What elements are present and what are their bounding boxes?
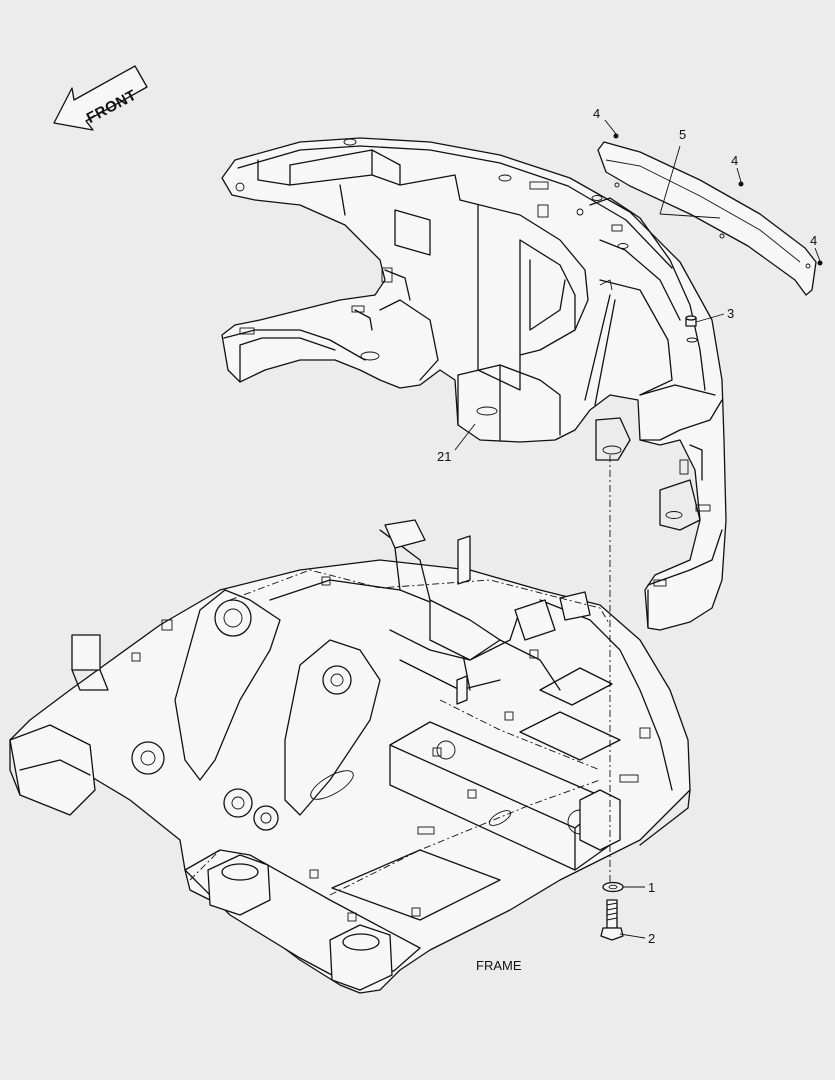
assembly-label: FRAME	[476, 958, 522, 973]
callout-4-top: 4	[593, 106, 600, 121]
frame-deck	[9, 559, 691, 994]
screw-4-right	[817, 260, 823, 266]
callout-21: 21	[437, 449, 451, 464]
bolt	[600, 899, 624, 941]
callout-4-right: 4	[810, 233, 817, 248]
cover-plate-body	[597, 141, 817, 296]
boom-mount-right	[284, 639, 381, 816]
counterweight-bolt-hole	[602, 445, 622, 455]
counterweight-lift-hole-center	[476, 406, 498, 416]
boom-pin-boss-left	[214, 599, 252, 637]
cover-plate	[597, 133, 823, 296]
front-arrow-icon	[53, 65, 148, 131]
counterweight-lift-hole-right	[665, 511, 683, 519]
counterweight-lift-hole-left	[360, 351, 380, 361]
plug	[685, 315, 698, 343]
callout-5: 5	[679, 127, 686, 142]
callout-2: 2	[648, 931, 655, 946]
washer	[602, 881, 624, 893]
front-arrow: FRONT	[53, 65, 148, 131]
screw-4-top	[613, 133, 619, 139]
screw-4-mid	[738, 181, 744, 187]
upper-frame	[9, 519, 691, 994]
callout-3: 3	[727, 306, 734, 321]
boom-mount-left	[174, 589, 281, 781]
counterweight-body	[221, 137, 727, 631]
callout-1: 1	[648, 880, 655, 895]
callout-4-mid: 4	[731, 153, 738, 168]
counterweight	[221, 137, 727, 631]
